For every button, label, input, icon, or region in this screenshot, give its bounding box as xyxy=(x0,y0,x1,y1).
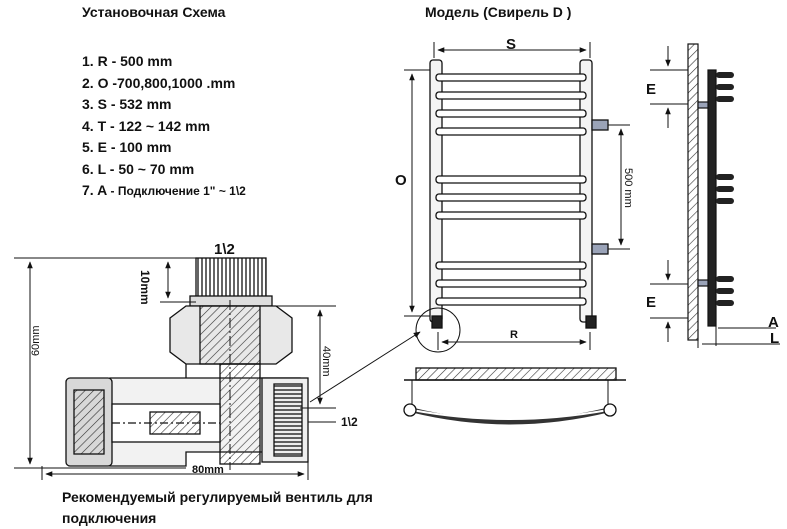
dim-O-label: O xyxy=(395,172,407,189)
spec-item: 1. R - 500 mm xyxy=(82,53,173,69)
front-dimensions xyxy=(404,42,630,350)
spec-item: 5. E - 100 mm xyxy=(82,139,172,155)
spec-item: 3. S - 532 mm xyxy=(82,96,172,112)
footer-caption: Рекомендуемый регулируемый вентиль для п… xyxy=(62,489,373,526)
spec-list: 1. R - 500 mm 2. O -700,800,1000 .mm 3. … xyxy=(82,51,246,203)
towel-rail-front-view xyxy=(415,59,609,353)
side-dimensions xyxy=(650,46,780,348)
spec-item: 6. L - 50 ~ 70 mm xyxy=(82,160,195,177)
valve-thread-top-label: 1\2 xyxy=(214,241,235,258)
dim-S-label: S xyxy=(506,36,517,53)
dim-E-top-label: E xyxy=(646,81,657,98)
valve-drawing xyxy=(65,257,309,470)
spec-item: 2. O -700,800,1000 .mm xyxy=(82,74,236,91)
dim-A-label: A xyxy=(768,314,779,331)
valve-dim-40-label: 40mm xyxy=(320,346,332,377)
dim-L-label: L xyxy=(770,330,780,347)
valve-dim-10-label: 10mm xyxy=(138,270,152,305)
model-title: Модель (Свирель D ) xyxy=(425,4,572,20)
valve-dim-60-label: 60mm xyxy=(30,325,42,356)
dim-500-label: 500 mm xyxy=(622,168,634,208)
towel-rail-side-view xyxy=(687,43,734,341)
install-scheme-title: Установочная Схема xyxy=(82,4,226,20)
valve-dim-80-label: 80mm xyxy=(192,464,224,476)
valve-thread-side-label: 1\2 xyxy=(341,415,358,429)
dim-R-label: R xyxy=(510,329,518,341)
dim-E-bottom-label: E xyxy=(646,294,657,311)
spec-item: 4. T - 122 ~ 142 mm xyxy=(82,117,211,134)
valve-dimensions xyxy=(14,257,421,480)
towel-rail-top-view xyxy=(403,367,626,425)
spec-item: 7. A - Подключение 1" ~ 1\2 xyxy=(82,182,246,198)
